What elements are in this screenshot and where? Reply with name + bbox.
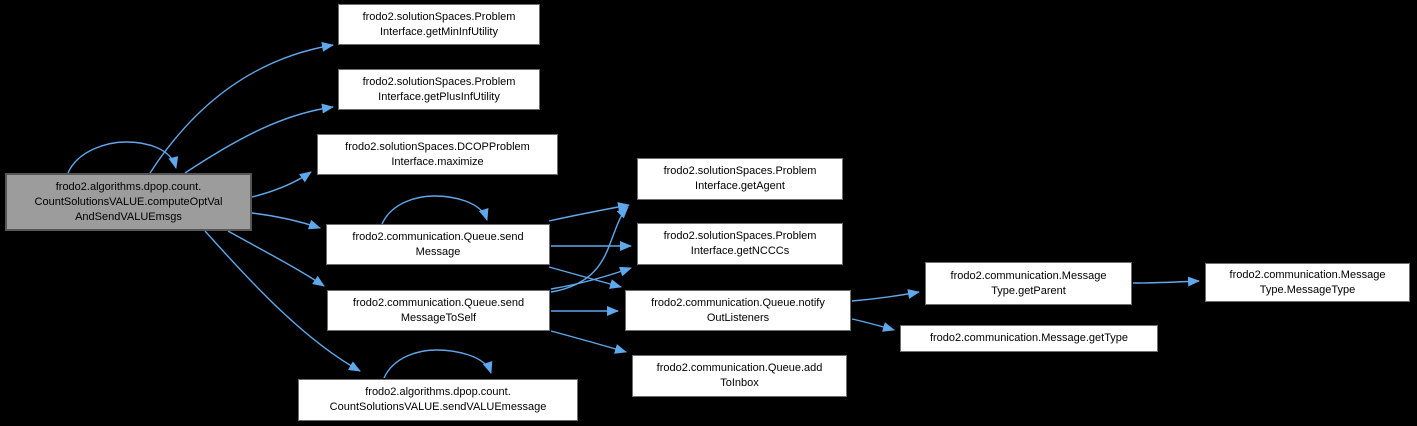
node-label-line: Interface.getMinInfUtility [380, 25, 498, 38]
node-label-line: frodo2.solutionSpaces.DCOPProblem [345, 140, 530, 153]
edge-computeOptValAndSendVALUEmsgs-to-getMinInfUtility [149, 41, 334, 174]
edge-sendMessage-to-notifyOutListeners [548, 266, 622, 289]
node-label-line: Type.MessageType [1259, 283, 1356, 296]
edge-notifyOutListeners-to-getParent [851, 289, 920, 302]
node-label-line: frodo2.algorithms.dpop.count. [365, 386, 511, 398]
node-getType[interactable]: frodo2.communication.Message.getType [900, 325, 1158, 352]
edge-computeOptValAndSendVALUEmsgs-to-computeOptValAndSendVALUEmsgs [67, 141, 179, 174]
node-label-line: Interface.getNCCCs [690, 245, 790, 257]
edge-notifyOutListeners-to-getType [851, 318, 895, 332]
node-label-line: frodo2.solutionSpaces.Problem [663, 165, 817, 177]
node-label-line: frodo2.solutionSpaces.Problem [362, 10, 516, 23]
node-computeOptValAndSendVALUEmsgs[interactable]: frodo2.algorithms.dpop.count. CountSoluti… [5, 173, 252, 231]
node-label-line: ToInbox [720, 377, 759, 389]
node-label-line: frodo2.solutionSpaces.Problem [362, 75, 516, 88]
edge-computeOptValAndSendVALUEmsgs-to-sendMessageToSelf [227, 230, 325, 287]
node-label-line: frodo2.communication.Queue.notify [651, 296, 825, 309]
node-label-line: MessageToSelf [400, 311, 477, 324]
node-label-line: Type.getParent [991, 284, 1066, 297]
edge-sendMessageToSelf-to-getAgent [550, 206, 629, 293]
node-label-line: frodo2.communication.Queue.add [656, 362, 823, 374]
node-label-line: Interface.maximize [391, 155, 484, 168]
edge-sendMessageToSelf-to-addToInbox [550, 330, 627, 354]
node-label-line: CountSolutionsVALUE.computeOptVal [34, 195, 223, 208]
node-label-line: frodo2.communication.Message [1229, 268, 1386, 281]
edge-computeOptValAndSendVALUEmsgs-to-sendMessage [251, 212, 321, 230]
node-label-line: frodo2.solutionSpaces.Problem [663, 230, 817, 242]
edge-sendMessage-to-sendMessage [381, 195, 489, 225]
node-label-line: frodo2.communication.Queue.send [352, 230, 524, 243]
node-label-line: frodo2.communication.Message.getType [929, 332, 1129, 344]
edge-computeOptValAndSendVALUEmsgs-to-getPlusInfUtility [184, 103, 334, 174]
edge-sendVALUEmessage-to-sendVALUEmessage [383, 349, 493, 379]
edge-getParent-to-MessageType [1132, 276, 1200, 287]
node-sendVALUEmessage[interactable]: frodo2.algorithms.dpop.count. CountSoluti… [298, 379, 578, 421]
node-label-line: Interface.getPlusInfUtility [378, 90, 500, 103]
edge-sendMessageToSelf-to-getNCCCs [550, 266, 632, 290]
node-label-line: frodo2.algorithms.dpop.count. [55, 180, 202, 193]
node-label-line: Message [415, 245, 461, 258]
edge-computeOptValAndSendVALUEmsgs-to-maximize [251, 171, 312, 198]
edge-sendMessage-to-getAgent [548, 202, 630, 222]
node-label-line: frodo2.communication.Queue.send [352, 296, 525, 309]
node-label-line: Interface.getAgent [695, 180, 785, 192]
node-label-line: CountSolutionsVALUE.sendVALUEmessage [329, 401, 547, 413]
node-label-line: AndSendVALUEmsgs [75, 210, 182, 223]
node-label-line: OutListeners [706, 311, 770, 324]
edge-computeOptValAndSendVALUEmsgs-to-sendVALUEmessage [204, 230, 361, 372]
node-label-line: frodo2.communication.Message [950, 269, 1107, 282]
